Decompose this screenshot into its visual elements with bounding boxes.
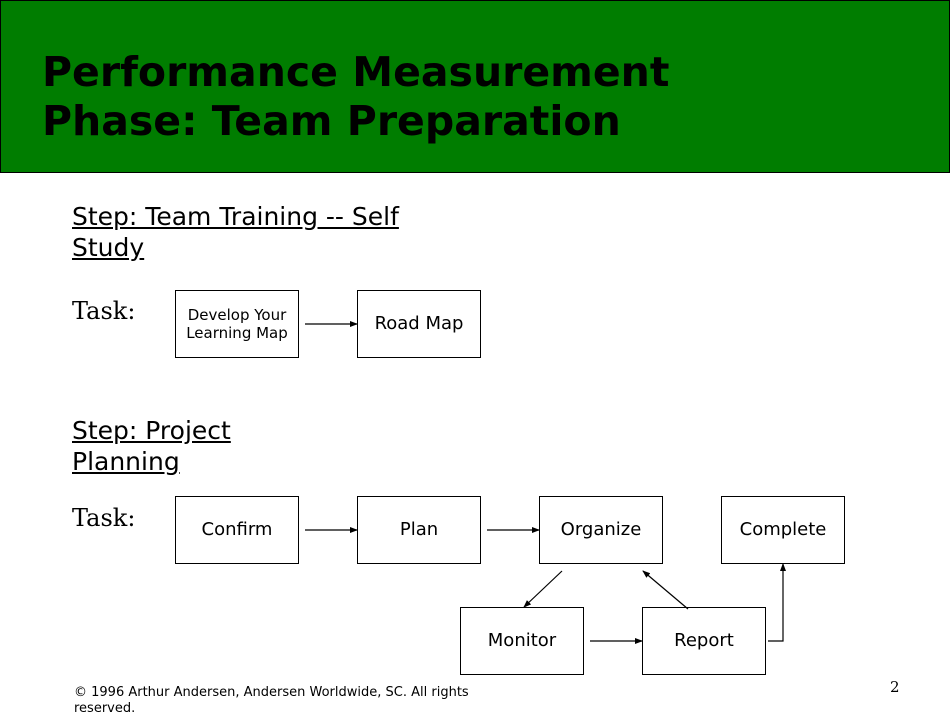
page-number: 2 — [890, 678, 900, 696]
confirm-box: Confirm — [175, 496, 299, 564]
page-title: Performance Measurement Phase: Team Prep… — [42, 48, 669, 146]
task-label-2: Task: — [72, 504, 136, 532]
title-line-1: Performance Measurement — [42, 48, 670, 96]
title-banner — [0, 0, 950, 173]
step-team-training-heading: Step: Team Training -- Self Study — [72, 202, 399, 262]
report-box: Report — [642, 607, 766, 675]
task-label-1: Task: — [72, 297, 136, 325]
complete-box: Complete — [721, 496, 845, 564]
arrow-organize-to-monitor — [523, 570, 563, 608]
develop-learning-map-box: Develop Your Learning Map — [175, 290, 299, 358]
arrow-report-to-organize — [642, 570, 689, 610]
copyright-footer: © 1996 Arthur Andersen, Andersen Worldwi… — [74, 685, 469, 716]
organize-box: Organize — [539, 496, 663, 564]
step-project-planning-heading: Step: Project Planning — [72, 416, 231, 476]
road-map-box: Road Map — [357, 290, 481, 358]
plan-box: Plan — [357, 496, 481, 564]
monitor-box: Monitor — [460, 607, 584, 675]
title-line-2: Phase: Team Preparation — [42, 97, 621, 145]
arrow-report-to-complete — [768, 563, 786, 642]
